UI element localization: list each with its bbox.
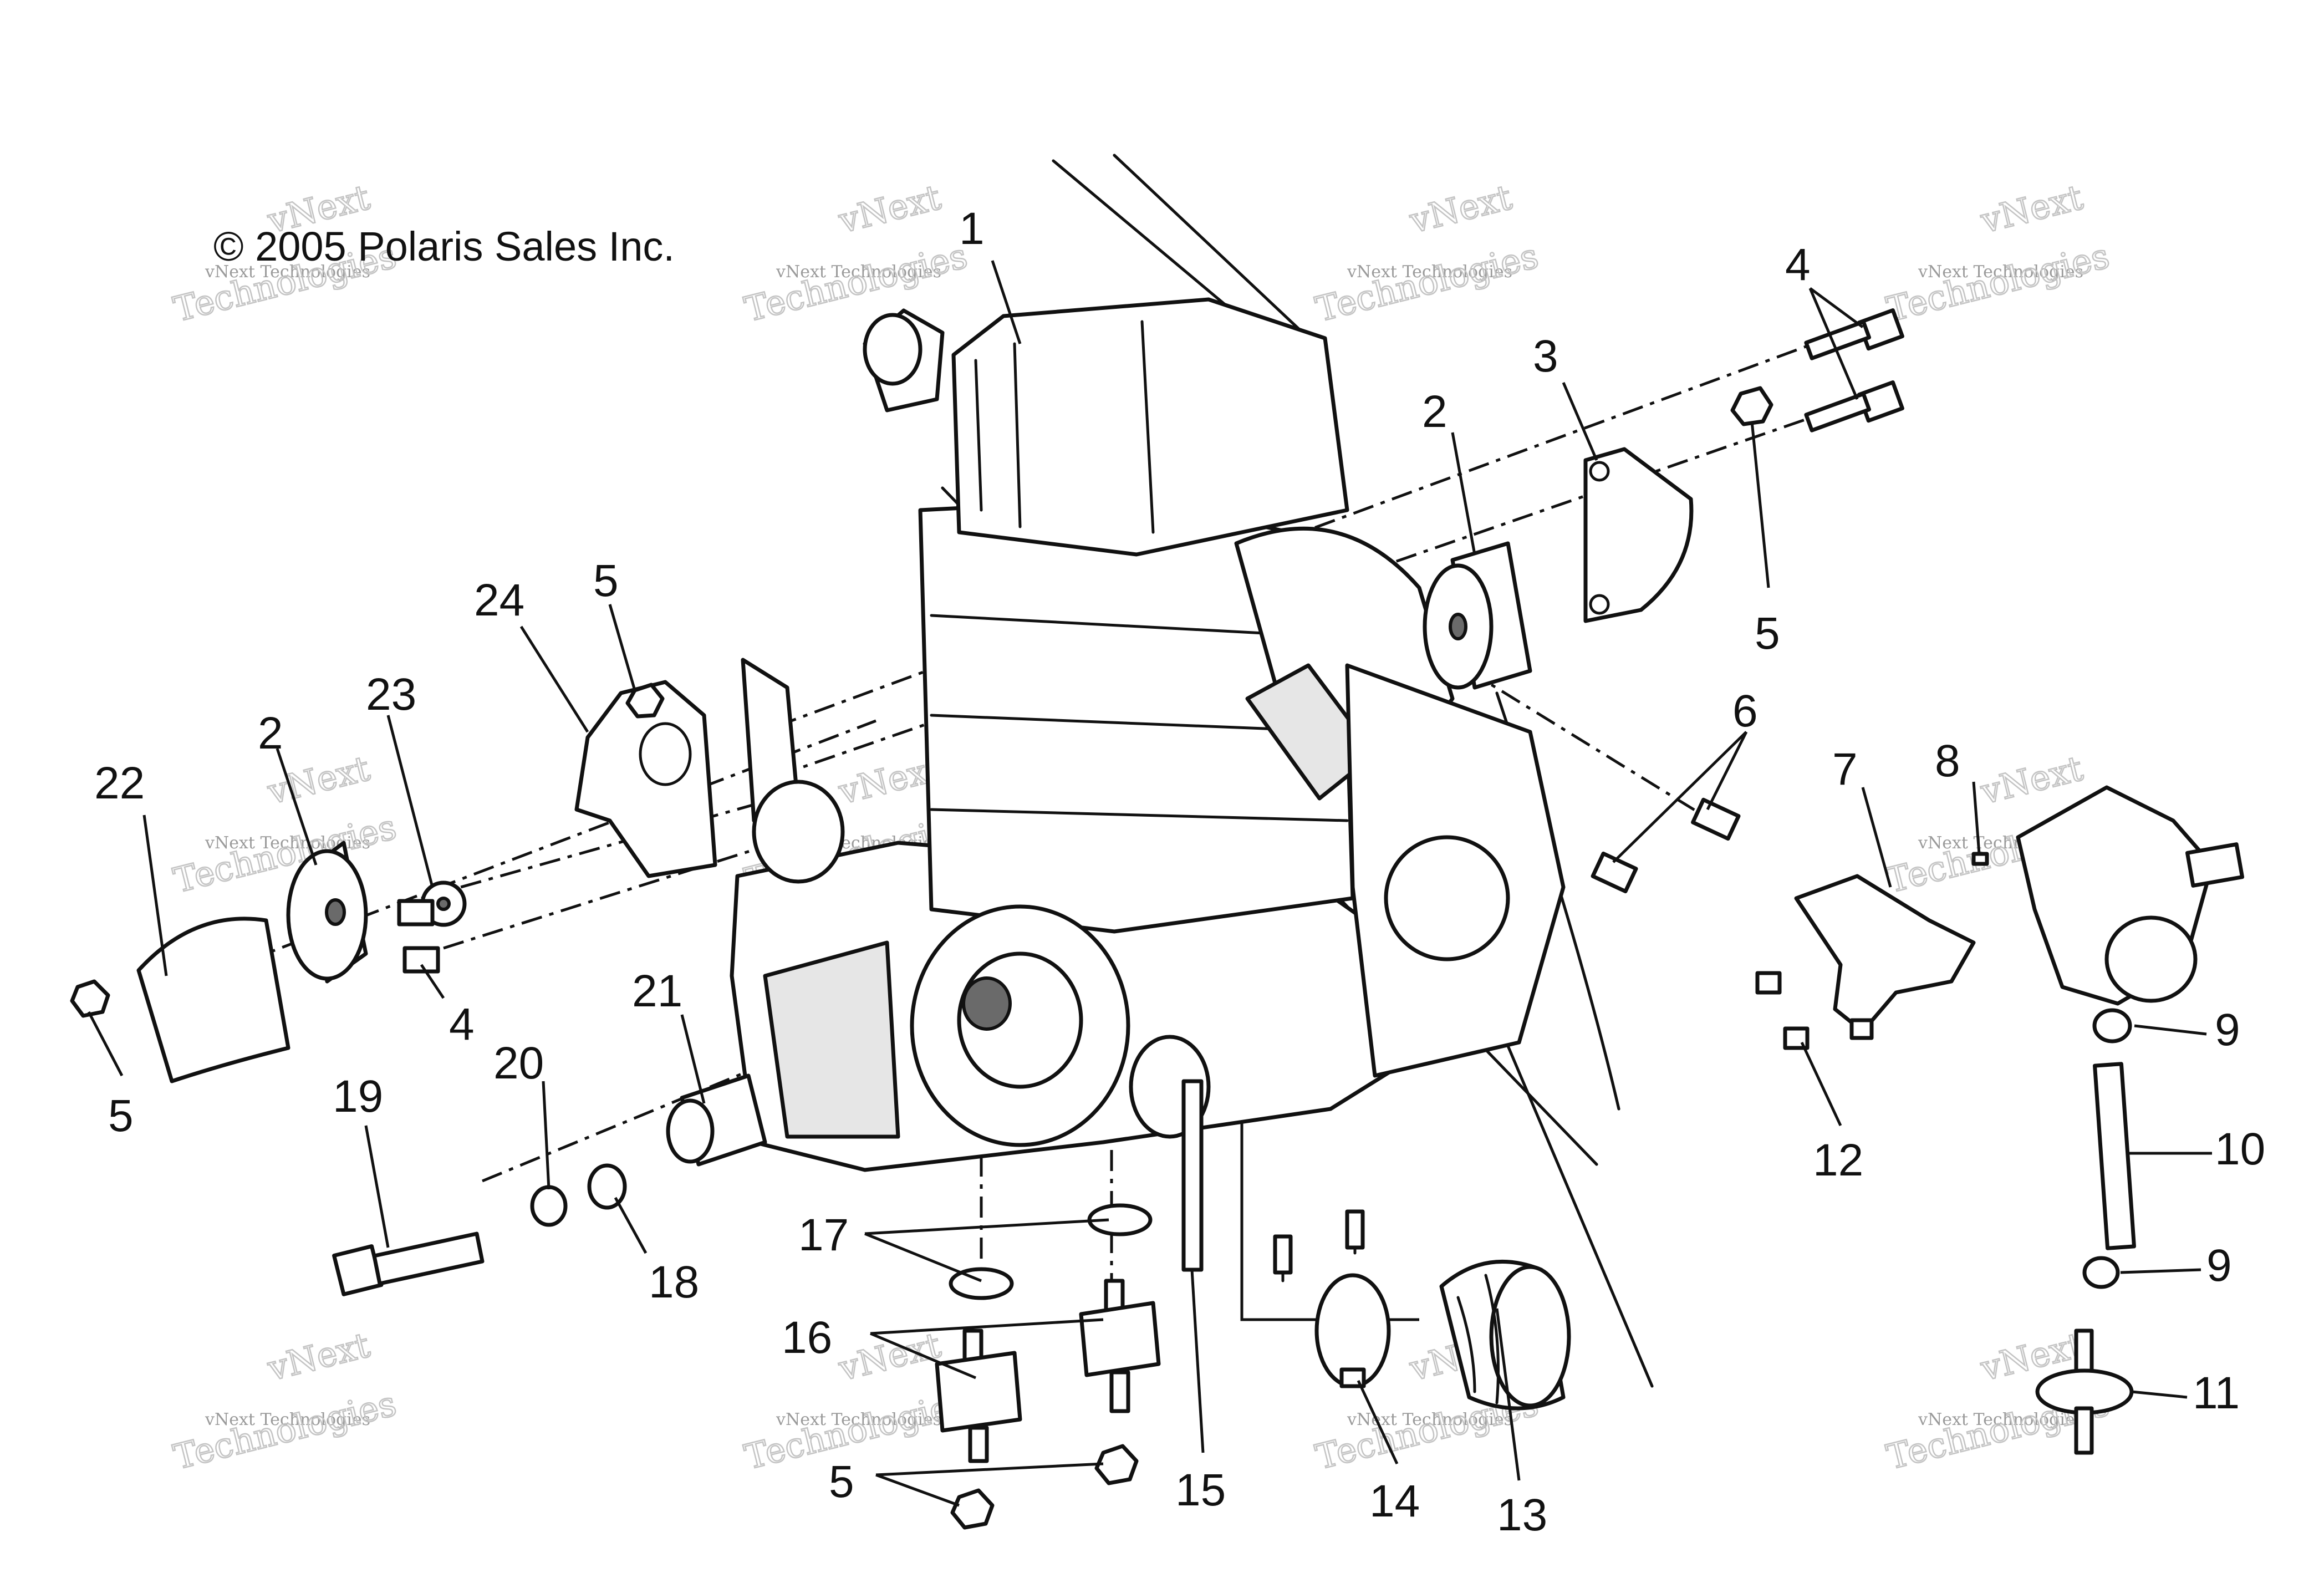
callout-labels: 1 2 3 4 5 6 7 8 9 10 9 11 12 13 14 15 16… — [94, 203, 2265, 1540]
callout-23: 23 — [366, 669, 416, 720]
nut-lower-left — [70, 979, 110, 1018]
grommet-9-lower — [2082, 1256, 2120, 1289]
watermark-text: vNext Technologies — [205, 1410, 370, 1429]
engine-mount-16-left — [935, 1329, 1022, 1463]
rubber-mount-left — [286, 841, 368, 984]
callout-4-left: 4 — [449, 999, 475, 1050]
bolt-left-lower — [402, 946, 440, 974]
mount-cover-22 — [136, 917, 290, 1083]
callout-16: 16 — [782, 1312, 832, 1363]
valve-cover — [951, 297, 1349, 557]
bolt-pair-center — [1591, 797, 1741, 894]
bolt-set-right — [1804, 308, 1904, 432]
callout-9-lower: 9 — [2206, 1240, 2232, 1291]
rubber-mount-right — [1423, 541, 1532, 690]
callout-18: 18 — [649, 1257, 699, 1307]
engine-assembly — [730, 297, 1566, 1172]
washer-20 — [530, 1185, 568, 1227]
nut-bottom-right — [1094, 1444, 1139, 1485]
clamps-14 — [1273, 1209, 1391, 1388]
watermark-text: vNext Technologies — [205, 262, 370, 282]
bracket-7 — [1794, 874, 1976, 1034]
callout-3: 3 — [1533, 331, 1558, 381]
washer-17-left — [949, 1267, 1014, 1300]
callout-20: 20 — [493, 1038, 544, 1088]
through-bolt-19 — [332, 1231, 485, 1296]
callout-12: 12 — [1813, 1135, 1863, 1185]
nut-bottom-left — [950, 1488, 995, 1530]
watermark-text: vNext Technologies — [776, 262, 941, 282]
watermark-text: vNext Technologies — [1918, 262, 2083, 282]
leader-lines — [87, 260, 2212, 1507]
watermark-text: vNext Technologies — [1347, 262, 1512, 282]
tube-10 — [2093, 1062, 2136, 1250]
callout-5-right: 5 — [1755, 608, 1780, 659]
watermark-text: vNext Technologies — [776, 1410, 941, 1429]
callout-10: 10 — [2215, 1124, 2265, 1174]
callout-15: 15 — [1175, 1465, 1226, 1515]
throttle-body-8 — [2016, 785, 2245, 1006]
callout-9-upper: 9 — [2215, 1005, 2240, 1055]
callout-13: 13 — [1497, 1490, 1547, 1540]
screw-12-lower — [1783, 1026, 1810, 1050]
callout-24: 24 — [474, 575, 524, 625]
callout-22: 22 — [94, 758, 145, 808]
callout-21: 21 — [632, 966, 682, 1016]
screw-12-side — [1849, 1018, 1874, 1040]
callout-14: 14 — [1369, 1476, 1420, 1526]
screw-12-upper — [1755, 971, 1782, 995]
mount-stud-11 — [2035, 1329, 2134, 1455]
drain-hose — [1181, 1079, 1204, 1272]
callout-2-left: 2 — [258, 708, 283, 759]
callout-8: 8 — [1935, 736, 1960, 786]
copyright-text: © 2005 Polaris Sales Inc. — [213, 223, 675, 269]
callout-7: 7 — [1832, 744, 1858, 795]
callout-1: 1 — [959, 203, 985, 254]
washer-18 — [587, 1163, 627, 1210]
watermark-text: vNext Technologies — [1918, 1410, 2083, 1429]
callout-5-bottom: 5 — [829, 1457, 854, 1507]
callout-17: 17 — [798, 1210, 849, 1260]
bolt-left-upper — [397, 899, 435, 927]
callout-2-right: 2 — [1422, 386, 1448, 437]
mount-bracket-right — [1583, 447, 1694, 623]
callout-5-lower-left: 5 — [108, 1091, 134, 1141]
nut-right — [1730, 386, 1773, 426]
callout-4-right: 4 — [1785, 240, 1811, 290]
callout-5-upper-left: 5 — [593, 556, 619, 606]
callout-19: 19 — [333, 1071, 383, 1122]
screw-8 — [1971, 852, 1989, 866]
nut-upper-left — [625, 683, 665, 719]
intake-boot-13 — [1439, 1260, 1571, 1411]
callout-11: 11 — [2193, 1368, 2240, 1418]
grommet-9-upper — [2092, 1008, 2132, 1044]
callout-6: 6 — [1732, 686, 1758, 736]
